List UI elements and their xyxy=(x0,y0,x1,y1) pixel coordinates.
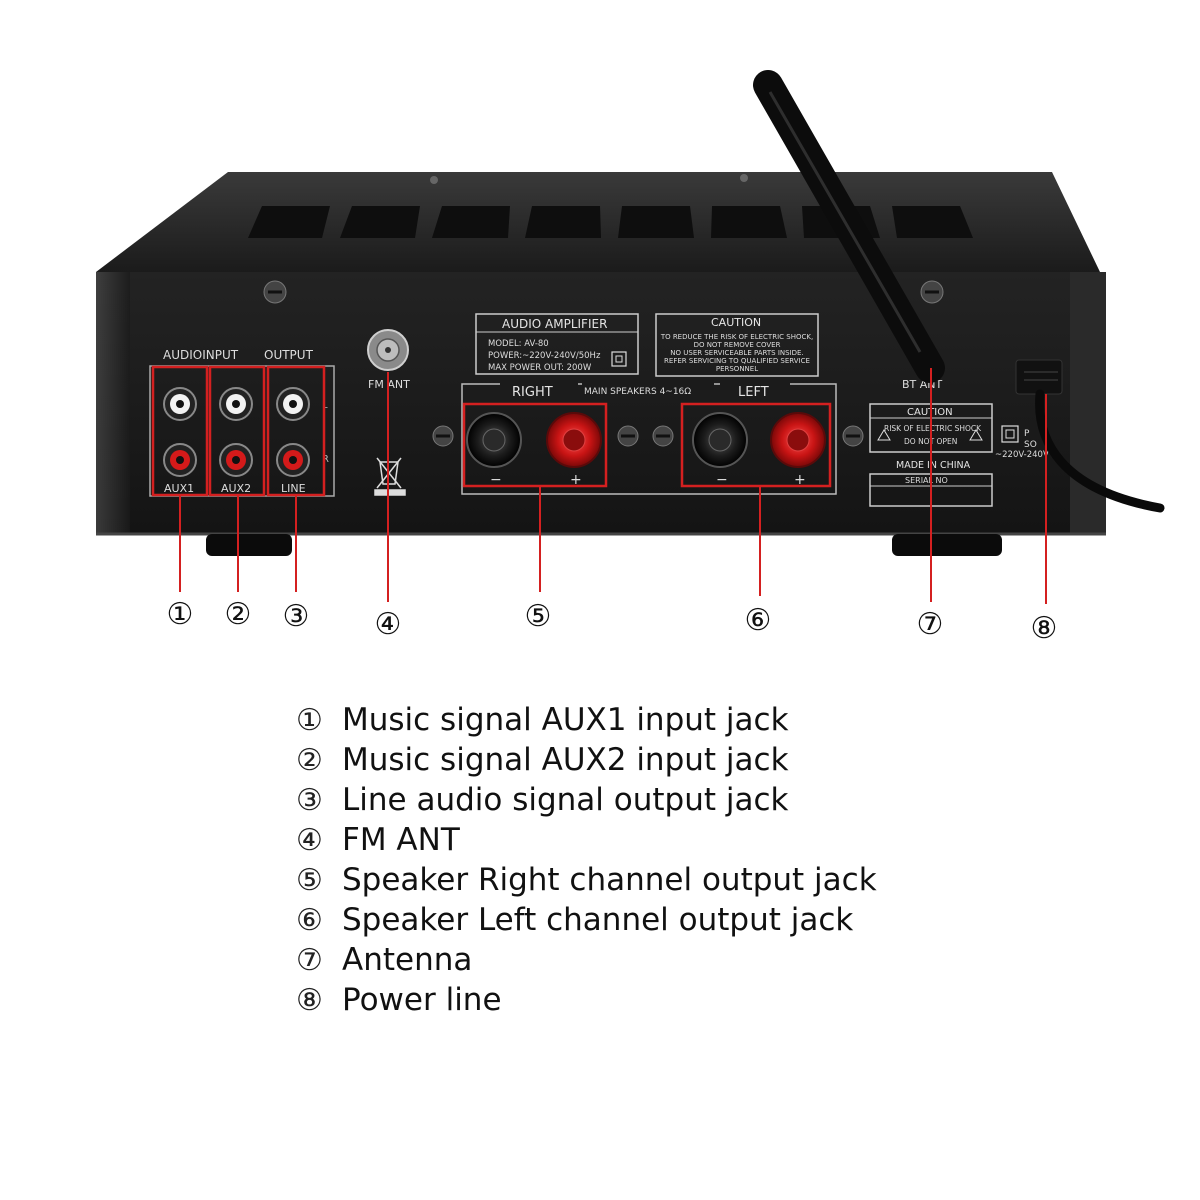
legend-number: ① xyxy=(296,703,323,738)
double-insulation-icon xyxy=(611,351,627,367)
power-source-2: SO xyxy=(1024,440,1037,450)
left-plus: + xyxy=(794,472,806,488)
legend-text: Music signal AUX1 input jack xyxy=(342,702,789,738)
legend-text: Music signal AUX2 input jack xyxy=(342,742,789,778)
aux2-label: AUX2 xyxy=(221,482,251,495)
info-title: AUDIO AMPLIFIER xyxy=(502,317,607,331)
legend-list: ① Music signal AUX1 input jack ② Music sig… xyxy=(296,700,877,1020)
legend-number: ③ xyxy=(296,783,323,818)
callout-5: ⑤ xyxy=(525,599,552,634)
callout-2: ② xyxy=(225,597,252,632)
callout-3: ③ xyxy=(283,599,310,634)
caution-line: DO NOT REMOVE COVER xyxy=(694,341,781,349)
caution2-title: CAUTION xyxy=(907,407,953,418)
callout-1: ① xyxy=(167,597,194,632)
legend-item: ⑥ Speaker Left channel output jack xyxy=(296,900,877,940)
foot-right xyxy=(892,534,1002,556)
legend-item: ⑤ Speaker Right channel output jack xyxy=(296,860,877,900)
legend-number: ⑥ xyxy=(296,903,323,938)
callout-lines xyxy=(179,368,1047,604)
double-insulation-icon xyxy=(1001,425,1019,443)
legend-text: Antenna xyxy=(342,942,473,978)
legend-text: Speaker Left channel output jack xyxy=(342,902,854,938)
foot-left xyxy=(206,534,292,556)
callout-7: ⑦ xyxy=(917,607,944,642)
legend-number: ⑧ xyxy=(296,983,323,1018)
legend-item: ② Music signal AUX2 input jack xyxy=(296,740,877,780)
legend-number: ④ xyxy=(296,823,323,858)
output-label: OUTPUT xyxy=(264,348,314,362)
fm-ant-label: FM ANT xyxy=(368,378,410,391)
legend-number: ⑦ xyxy=(296,943,323,978)
caution-line: REFER SERVICING TO QUALIFIED SERVICE xyxy=(664,357,810,365)
warning-triangle-icon xyxy=(969,429,983,441)
r-label: R xyxy=(322,454,329,465)
bt-antenna[interactable] xyxy=(753,70,945,383)
screw-icon xyxy=(263,280,944,447)
line-label: LINE xyxy=(281,482,306,495)
caution-line: TO REDUCE THE RISK OF ELECTRIC SHOCK, xyxy=(660,333,813,341)
caution-label xyxy=(655,313,819,377)
made-in-label: MADE IN CHINA xyxy=(896,460,971,471)
fm-antenna-connector[interactable] xyxy=(367,329,409,371)
callout-8: ⑧ xyxy=(1031,611,1058,646)
caution-title: CAUTION xyxy=(711,316,761,329)
caution-line: PERSONNEL xyxy=(716,365,758,373)
legend-text: FM ANT xyxy=(342,822,460,858)
right-terminals-highlight xyxy=(462,402,608,488)
legend-item: ① Music signal AUX1 input jack xyxy=(296,700,877,740)
legend-item: ⑦ Antenna xyxy=(296,940,877,980)
main-speakers-label: MAIN SPEAKERS 4~16Ω xyxy=(584,387,691,397)
left-label: LEFT xyxy=(738,385,769,400)
power-voltage: ~220V-240V xyxy=(995,450,1049,460)
rca-jacks[interactable] xyxy=(163,387,310,477)
legend-number: ⑤ xyxy=(296,863,323,898)
callout-4: ④ xyxy=(375,607,402,642)
warning-triangle-icon xyxy=(877,429,891,441)
legend-item: ⑧ Power line xyxy=(296,980,877,1020)
serial-text: SERIAL NO xyxy=(905,476,948,485)
info-model: MODEL: AV-80 xyxy=(488,339,549,349)
legend-text: Power line xyxy=(342,982,502,1018)
right-minus: − xyxy=(490,472,502,488)
right-plus: + xyxy=(570,472,582,488)
right-label: RIGHT xyxy=(512,385,553,400)
info-power: POWER:~220V-240V/50Hz xyxy=(488,351,601,361)
legend-item: ③ Line audio signal output jack xyxy=(296,780,877,820)
legend-item: ④ FM ANT xyxy=(296,820,877,860)
power-cord[interactable] xyxy=(1015,359,1165,513)
aux1-label: AUX1 xyxy=(164,482,194,495)
audio-input-label: AUDIOINPUT xyxy=(163,348,239,362)
left-terminals-highlight xyxy=(680,402,832,488)
caution2-line1: RISK OF ELECTRIC SHOCK xyxy=(884,424,982,433)
caution-line: NO USER SERVICEABLE PARTS INSIDE. xyxy=(670,349,803,357)
legend-text: Speaker Right channel output jack xyxy=(342,862,877,898)
left-minus: − xyxy=(716,472,728,488)
legend-number: ② xyxy=(296,743,323,778)
callout-6: ⑥ xyxy=(745,603,772,638)
legend-text: Line audio signal output jack xyxy=(342,782,789,818)
info-label xyxy=(475,313,639,375)
info-max-power: MAX POWER OUT: 200W xyxy=(488,363,592,373)
power-source-1: P xyxy=(1024,429,1030,439)
speaker-terminals-left[interactable] xyxy=(692,412,826,468)
vent-slots xyxy=(248,206,973,238)
speaker-terminals-right[interactable] xyxy=(466,412,602,468)
